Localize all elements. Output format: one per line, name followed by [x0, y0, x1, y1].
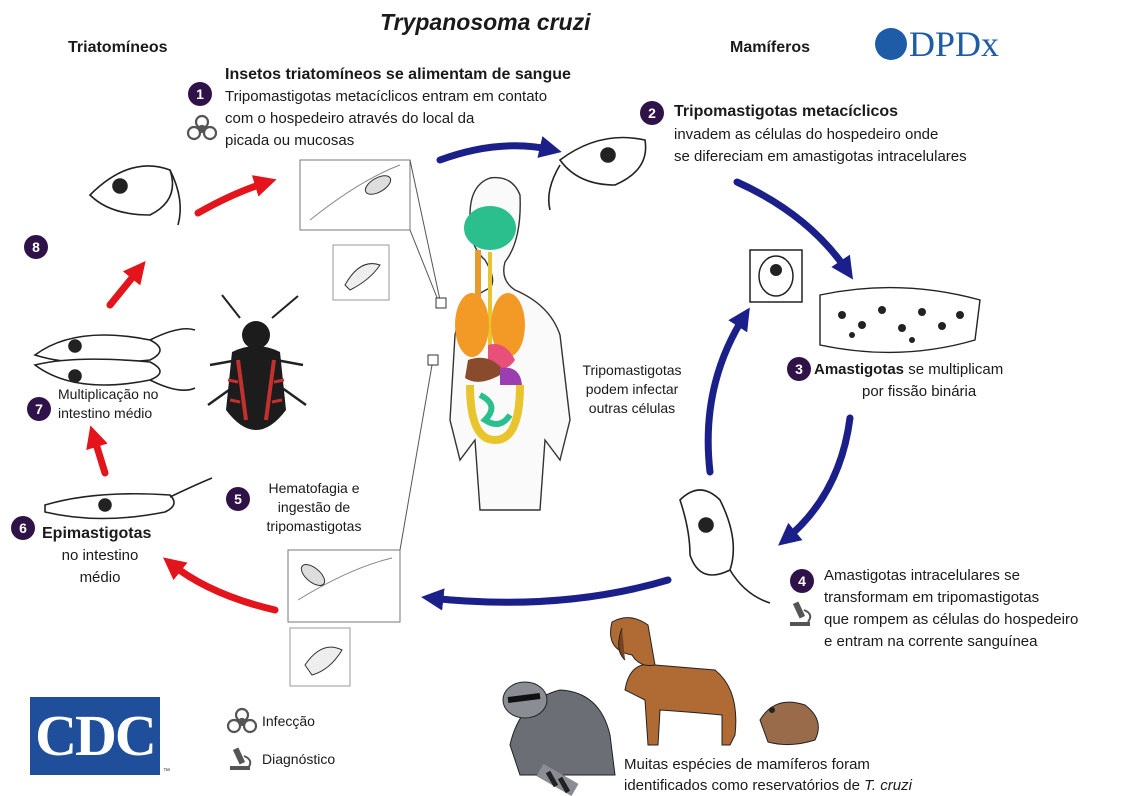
- step-6-bold: Epimastigotas: [42, 524, 151, 543]
- opossum: [760, 702, 818, 744]
- arrow-5-to-6: [170, 563, 275, 610]
- step-6-line2: no intestino: [40, 546, 160, 565]
- diagram-title: Trypanosoma cruzi: [380, 8, 590, 36]
- center-note-line1: Tripomastigotas: [572, 361, 692, 380]
- arrow-7-to-8: [110, 268, 140, 305]
- dog: [611, 618, 736, 745]
- raccoon: [503, 682, 615, 792]
- cdc-trademark: ™: [163, 768, 170, 775]
- step-2-line1: invadem as células do hospedeiro onde: [674, 125, 938, 144]
- step-7-line1: Multiplicação no: [58, 385, 158, 404]
- step-4-line2: transformam em tripomastigotas: [824, 588, 1039, 607]
- arrow-reinfect: [708, 315, 745, 472]
- reservoirs-line2: identificados como reservatórios de T. c…: [624, 776, 912, 795]
- legend-infection: Infecção: [262, 712, 315, 731]
- step-3-badge: 3: [787, 357, 811, 381]
- step-8-badge: 8: [24, 235, 48, 259]
- step-6-line3: médio: [40, 568, 160, 587]
- header-triatomines: Triatomíneos: [68, 38, 168, 57]
- trypomastigote-step2: [549, 138, 646, 211]
- arrow-8-to-1: [198, 182, 268, 213]
- step-7-line2: intestino médio: [58, 404, 152, 423]
- arrow-6-to-7: [93, 434, 105, 473]
- step-3-bold: Amastigotas: [814, 361, 904, 378]
- step-2-line2: se difereciam em amastigotas intracelula…: [674, 147, 967, 166]
- human-figure: [428, 178, 570, 510]
- tissue-amastigotes: [820, 288, 980, 353]
- arrow-3-to-4: [785, 418, 850, 540]
- step-2-badge: 2: [640, 101, 664, 125]
- bite-inset-top: [300, 160, 440, 305]
- step-1-title: Insetos triatomíneos se alimentam de san…: [225, 65, 571, 84]
- step-6-badge: 6: [11, 516, 35, 540]
- trypomastigote-step8: [90, 166, 180, 225]
- step-1-line2: com o hospedeiro através do local da: [225, 109, 474, 128]
- step-4-badge: 4: [790, 569, 814, 593]
- microscope-icon: [230, 747, 250, 770]
- reservoirs-line2-italic: T. cruzi: [864, 777, 912, 794]
- step-4-line1: Amastigotas intracelulares se: [824, 566, 1020, 585]
- legend-diagnostic: Diagnóstico: [262, 750, 335, 769]
- dpdx-logo-text: DPDx: [909, 24, 999, 64]
- step-7-badge: 7: [27, 397, 51, 421]
- step-5-line1: Hematofagia e: [254, 479, 374, 498]
- header-mammals: Mamíferos: [730, 38, 810, 57]
- dividing-epimastigotes: [35, 329, 195, 390]
- step-5-line3: tripomastigotas: [254, 517, 374, 536]
- trypomastigote-step4: [680, 490, 770, 603]
- triatomine-bug: [208, 295, 306, 430]
- biohazard-icon: [228, 709, 256, 732]
- biohazard-icon-step1: [188, 116, 216, 139]
- step-3-rest: se multiplicam: [904, 361, 1003, 378]
- dpdx-logo: DPDx: [875, 24, 999, 64]
- step-4-line4: e entram na corrente sanguínea: [824, 632, 1037, 651]
- step-4-line3: que rompem as células do hospedeiro: [824, 610, 1078, 629]
- arrow-4-to-5: [430, 580, 668, 602]
- reservoirs-line2-prefix: identificados como reservatórios de: [624, 777, 864, 794]
- step-5-line2: ingestão de: [254, 498, 374, 517]
- step-1-line1: Tripomastigotas metacíclicos entram em c…: [225, 87, 547, 106]
- epimastigote-step6: [45, 478, 212, 519]
- cdc-logo: CDC: [30, 697, 160, 775]
- center-note-line3: outras células: [572, 399, 692, 418]
- step-3-line1: Amastigotas se multiplicam: [814, 360, 1003, 379]
- reservoirs-line1: Muitas espécies de mamíferos foram: [624, 755, 870, 774]
- step-1-badge: 1: [188, 82, 212, 106]
- microscope-icon-step4: [790, 601, 810, 626]
- center-note-line2: podem infectar: [572, 380, 692, 399]
- step-2-title: Tripomastigotas metacíclicos: [674, 102, 898, 121]
- step-5-badge: 5: [226, 487, 250, 511]
- arrow-1-to-2: [440, 146, 553, 160]
- step-3-line2: por fissão binária: [862, 382, 976, 401]
- step-1-line3: picada ou mucosas: [225, 131, 354, 150]
